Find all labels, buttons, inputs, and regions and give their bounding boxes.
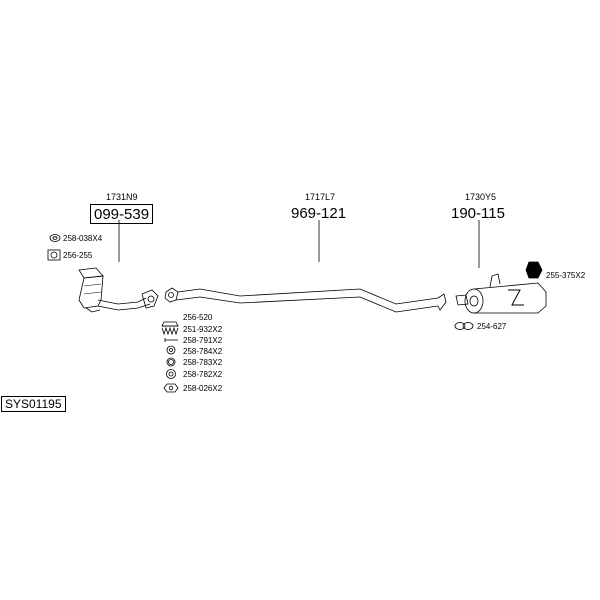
fitting-label[interactable]: 255-375X2 bbox=[546, 271, 586, 280]
part-number-2[interactable]: 969-121 bbox=[291, 205, 347, 222]
fitting-label[interactable]: 258-784X2 bbox=[183, 347, 223, 356]
catalytic-converter bbox=[78, 267, 159, 313]
fitting-label[interactable]: 258-782X2 bbox=[183, 370, 223, 379]
part-number-1[interactable]: 099-539 bbox=[90, 204, 154, 224]
mount-icon bbox=[166, 369, 176, 379]
flange-icon bbox=[161, 321, 179, 327]
gasket-icon bbox=[47, 249, 61, 261]
middle-pipe bbox=[164, 287, 447, 313]
assembly-code-2: 1717L7 bbox=[305, 192, 336, 202]
fitting-label[interactable]: 254-627 bbox=[477, 322, 507, 331]
rear-silencer bbox=[455, 273, 547, 314]
fitting-label[interactable]: 258-783X2 bbox=[183, 358, 223, 367]
rubber-mount-icon bbox=[525, 261, 543, 279]
fitting-label[interactable]: 251-932X2 bbox=[183, 325, 223, 334]
fitting-label[interactable]: 258-791X2 bbox=[183, 336, 223, 345]
assembly-code-3: 1730Y5 bbox=[465, 192, 497, 202]
system-id: SYS01195 bbox=[1, 396, 66, 412]
bolt-icon bbox=[164, 338, 178, 342]
clamp-icon bbox=[49, 234, 61, 242]
fitting-label[interactable]: 256-520 bbox=[183, 313, 213, 322]
clamp-ring-icon bbox=[454, 322, 474, 330]
fitting-label[interactable]: 256-255 bbox=[63, 251, 93, 260]
fitting-label[interactable]: 258-038X4 bbox=[63, 234, 103, 243]
assembly-code-1: 1731N9 bbox=[106, 192, 138, 202]
spring-icon bbox=[161, 326, 179, 336]
fitting-label[interactable]: 258-026X2 bbox=[183, 384, 223, 393]
part-number-3[interactable]: 190-115 bbox=[451, 205, 505, 222]
washer-icon bbox=[166, 345, 176, 355]
ring-icon bbox=[166, 357, 176, 367]
nut-icon bbox=[163, 383, 179, 393]
